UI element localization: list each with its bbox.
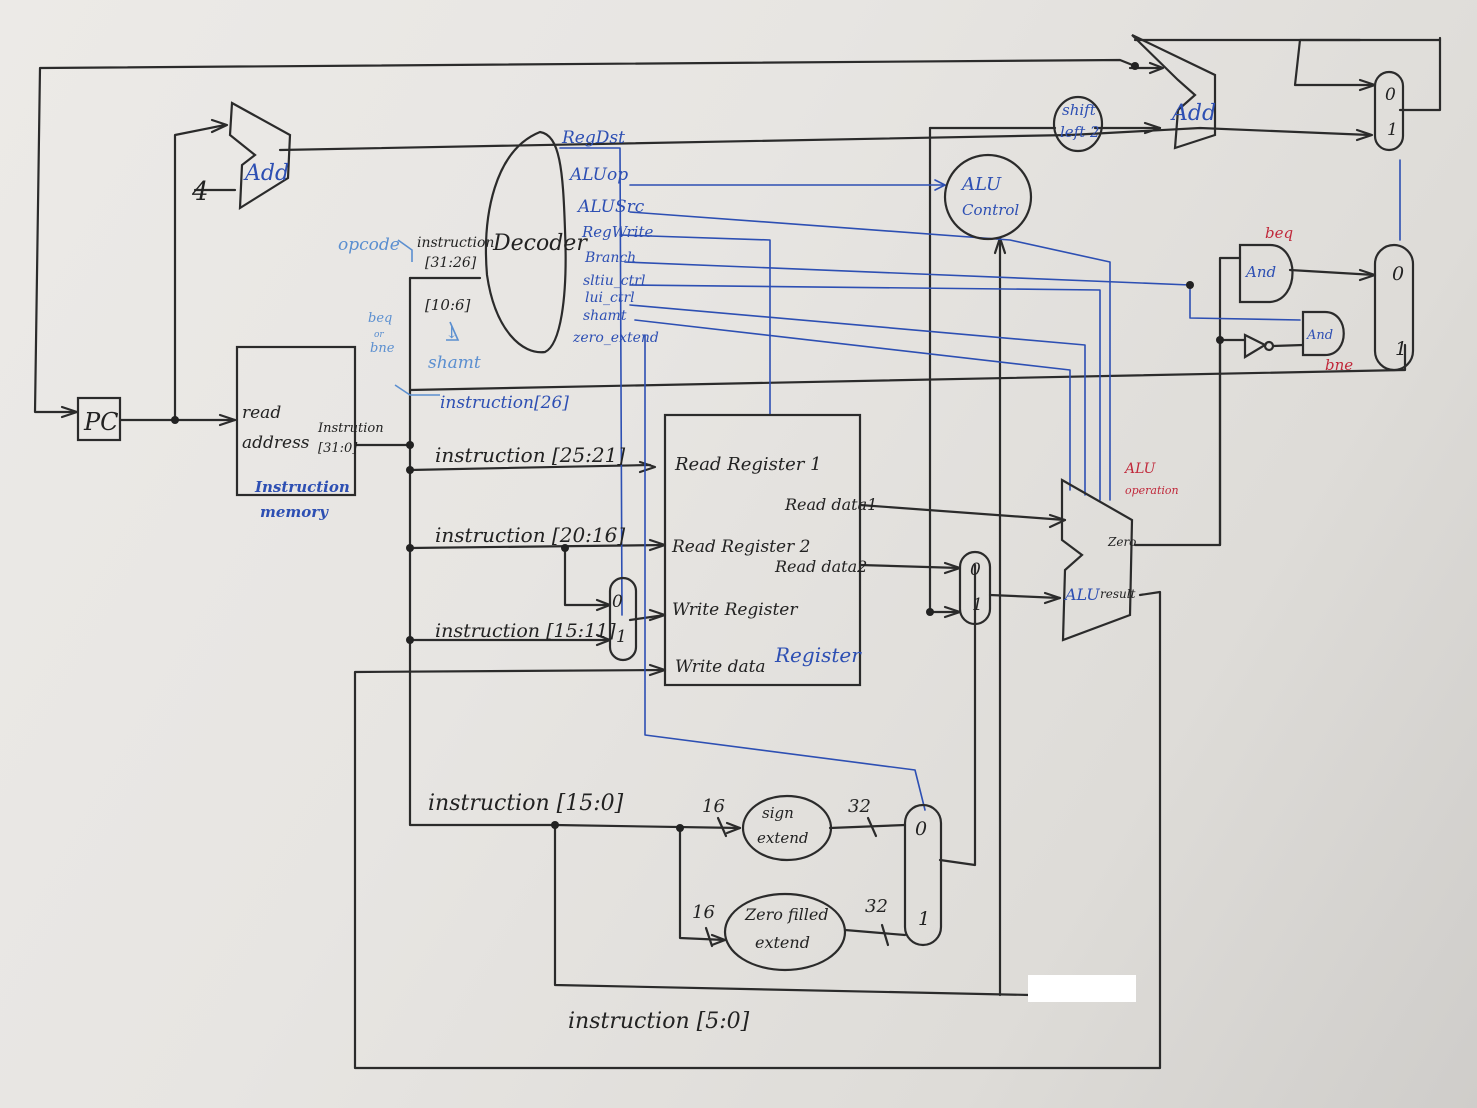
control-wires — [559, 147, 1401, 811]
branch-mux-0: 0 — [1392, 263, 1404, 285]
signal-alusrc: ALUSrc — [576, 197, 645, 217]
constant-four: 4 — [191, 177, 209, 207]
branch-adder-label: Add — [1170, 101, 1216, 126]
alusrc-mux-0: 0 — [970, 560, 981, 580]
zero-extend-label-2: extend — [755, 933, 810, 952]
pc-mux-1: 1 — [1387, 120, 1398, 140]
regdst-mux — [608, 576, 638, 662]
signal-branch: Branch — [584, 250, 636, 266]
alu-block — [1060, 478, 1134, 642]
zero-out-width: 32 — [865, 896, 888, 917]
note-shamt-arrow: ↓ — [445, 323, 458, 342]
imem-read-label: read — [242, 403, 281, 423]
pc-register — [76, 396, 122, 442]
regdst-mux-1: 1 — [616, 627, 627, 647]
instruction-memory-block — [235, 345, 357, 497]
imem-name-2: memory — [260, 503, 329, 521]
alu-zero-label: Zero — [1107, 535, 1136, 549]
signal-shamt: shamt — [583, 308, 627, 324]
sign-extend-label-2: extend — [757, 829, 809, 847]
decoder-label: Decoder — [492, 231, 588, 256]
and-gate-bne-label: And — [1306, 328, 1333, 343]
note-shamt-label: shamt — [428, 353, 481, 373]
note-bne: bne — [370, 341, 395, 356]
imem-address-label: address — [242, 433, 310, 453]
note-instr-op-range: [31:26] — [425, 255, 477, 271]
field-funct: instruction [5:0] — [568, 1009, 750, 1034]
register-file-block — [663, 413, 862, 687]
sign-out-width: 32 — [848, 796, 871, 817]
regdst-mux-0: 0 — [612, 592, 623, 612]
alu-control-label-2: Control — [962, 201, 1019, 219]
alusrc-mux — [958, 550, 992, 626]
shift-left-unit — [1052, 95, 1104, 153]
signal-sltiu-ctrl: sltiu_ctrl — [583, 273, 645, 289]
branch-mux-1: 1 — [1395, 338, 1407, 360]
pc-mux-0: 0 — [1385, 85, 1396, 105]
extend-mux-1: 1 — [918, 908, 930, 930]
bne-label: bne — [1325, 356, 1353, 374]
and-gate-beq — [1238, 243, 1294, 304]
zero-in-width: 16 — [692, 902, 715, 923]
reg-write-data: Write data — [675, 657, 766, 677]
alu-operation-label-2: operation — [1125, 484, 1179, 497]
junction-dots — [171, 62, 1224, 832]
imem-out-width: [31:0] — [318, 441, 358, 456]
note-or: or — [374, 330, 384, 340]
zero-extend-unit — [723, 892, 847, 972]
reg-read-register-1: Read Register 1 — [674, 454, 822, 475]
imem-name-1: Instruction — [254, 478, 350, 496]
signal-aluop: ALUop — [568, 165, 628, 185]
reg-read-data-2: Read data2 — [774, 557, 867, 576]
not-gate — [1243, 333, 1304, 359]
paper-blank-patch — [1028, 975, 1136, 1002]
pc-adder — [228, 101, 292, 211]
note-beq: beq — [368, 311, 392, 326]
pc-label: PC — [83, 408, 119, 436]
note-opcode: opcode — [338, 235, 400, 255]
sign-in-width: 16 — [702, 796, 725, 817]
branch-adder — [1131, 34, 1217, 150]
pc-adder-label: Add — [243, 161, 289, 186]
field-rd: instruction [15:11] — [435, 620, 616, 642]
signal-regdst: RegDst — [561, 128, 625, 148]
and-gate-beq-label: And — [1244, 263, 1276, 281]
signal-zero-extend: zero_extend — [572, 330, 659, 346]
reg-read-register-2: Read Register 2 — [671, 537, 810, 557]
signal-lui-ctrl: lui_ctrl — [585, 290, 635, 306]
reg-write-register: Write Register — [672, 600, 798, 620]
field-imm: instruction [15:0] — [428, 791, 624, 816]
alu-operation-label-1: ALU — [1123, 461, 1157, 477]
note-instr26: instruction[26] — [440, 393, 569, 413]
signal-regwrite: RegWrite — [581, 223, 654, 241]
alu-result-label: result — [1100, 587, 1136, 601]
extend-mux — [903, 803, 943, 947]
alu-control-label-1: ALU — [960, 174, 1002, 195]
branch-mux — [1373, 243, 1415, 372]
alu-label: ALU — [1063, 585, 1100, 604]
reg-read-data-1: Read data1 — [784, 495, 877, 514]
decoder-block — [484, 130, 567, 354]
register-file-name: Register — [774, 643, 862, 667]
shift-label-2: left 2 — [1060, 123, 1100, 141]
alusrc-mux-1: 1 — [972, 595, 983, 615]
zero-extend-label-1: Zero filled — [744, 905, 829, 924]
bus-ticks — [704, 816, 890, 948]
field-rs: instruction [25:21] — [435, 443, 625, 467]
shift-label-1: shift — [1062, 101, 1097, 119]
field-rt: instruction [20:16] — [435, 523, 625, 547]
sign-extend-label-1: sign — [762, 804, 794, 822]
and-gate-bne — [1301, 310, 1345, 357]
extend-mux-0: 0 — [915, 818, 927, 840]
pc-source-mux — [1373, 70, 1405, 152]
annotation-arrows — [394, 239, 460, 396]
note-shamt-field: [10:6] — [425, 296, 471, 314]
alu-control-unit — [943, 153, 1033, 241]
beq-label: beq — [1265, 224, 1293, 242]
imem-out-label: Instrution — [317, 421, 384, 436]
note-instr-op: instruction — [417, 235, 494, 251]
sign-extend-unit — [741, 794, 833, 862]
